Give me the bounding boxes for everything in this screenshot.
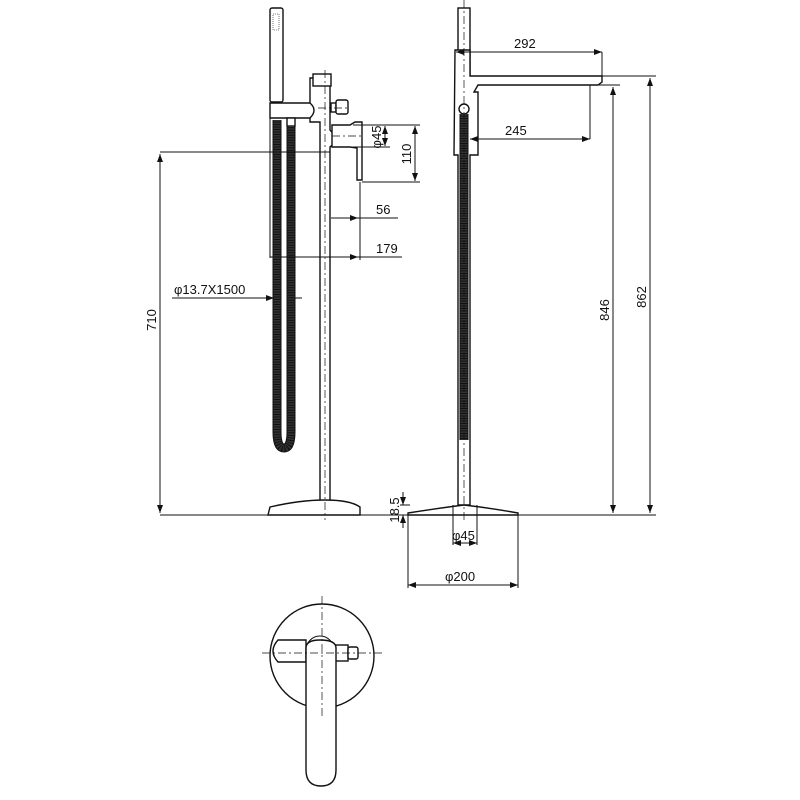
floor-base (407, 504, 519, 516)
shower-nozzle-grid (272, 13, 280, 31)
outlet-height-label: 846 (597, 299, 612, 321)
mixer-body (309, 77, 336, 506)
hose-dimension-label: φ13.7X1500 (174, 282, 245, 297)
floor-base (267, 499, 361, 516)
pole-diameter-label: φ45 (452, 528, 475, 543)
lever-offset-label: 56 (376, 202, 390, 217)
diverter-knob (335, 99, 349, 115)
lever-top (305, 639, 337, 787)
top-view (262, 596, 382, 787)
mixer-diameter-label: φ45 (369, 126, 384, 149)
lever-handle (331, 121, 363, 181)
hand-shower (269, 7, 284, 103)
total-height-label: 862 (634, 286, 649, 308)
shower-holder-top (272, 639, 307, 663)
base-height-label: 18.5 (387, 497, 402, 522)
hose-connector (286, 117, 296, 127)
spout-reach-label: 292 (514, 36, 536, 51)
side-view: φ13.7X1500 710 φ45 110 56 179 (144, 7, 420, 520)
height-710-label: 710 (144, 309, 159, 331)
spout-outlet-label: 245 (505, 123, 527, 138)
shower-holder (269, 102, 315, 119)
mixer-cap (312, 73, 332, 87)
lever-height-label: 110 (399, 144, 414, 165)
base-diameter-label: φ200 (445, 569, 475, 584)
diverter-stem (330, 102, 337, 113)
shower-hose (273, 120, 295, 452)
lever-reach-label: 179 (376, 241, 398, 256)
front-view: 292 245 846 862 18.5 φ45 φ200 (387, 0, 656, 588)
spout-body (453, 49, 603, 506)
